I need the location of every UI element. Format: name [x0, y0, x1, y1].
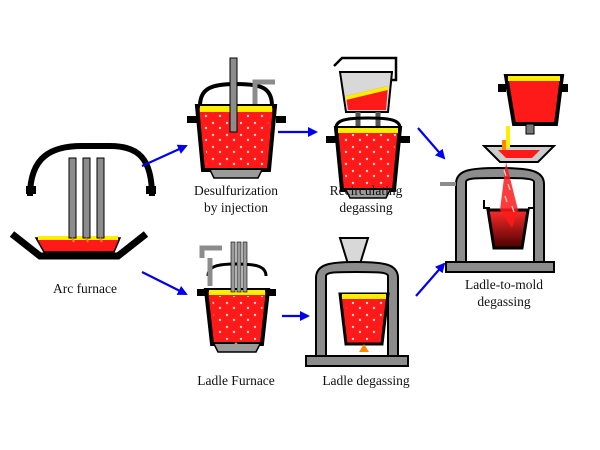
ladle-furnace	[197, 241, 276, 353]
label-recirculating-line2: degassing	[339, 200, 393, 215]
label-ladle-to-mold-line1: Ladle-to-mold	[465, 277, 543, 292]
arc-furnace	[9, 143, 156, 260]
arc-electrodes	[68, 157, 105, 243]
label-arc-furnace: Arc furnace	[52, 281, 118, 296]
label-recirculating-degassing: Recirculating degassing	[306, 182, 426, 216]
arrow-arc-to-desulfurization	[141, 144, 188, 168]
label-ladle-furnace: Ladle Furnace	[197, 373, 275, 388]
label-recirculating-line1: Recirculating	[329, 183, 403, 198]
recirculating-degassing	[326, 56, 410, 199]
label-desulfurization: Desulfurization by injection	[176, 182, 296, 216]
ladle-to-mold-degassing	[440, 74, 568, 273]
label-ladle-degassing: Ladle degassing	[322, 373, 410, 388]
label-ladle-to-mold-line2: degassing	[477, 294, 531, 309]
desulfurization-ladle	[187, 57, 286, 179]
label-ladle-to-mold-degassing: Ladle-to-mold degassing	[444, 276, 564, 310]
ladle-degassing	[305, 237, 409, 367]
ladle-furnace-electrodes	[230, 241, 248, 293]
arrow-recirculating-to-ladle-to-mold	[417, 127, 446, 160]
arrow-ladle-degassing-to-ladle-to-mold	[415, 262, 446, 297]
label-desulfurization-line2: by injection	[203, 200, 269, 215]
flow-arrows	[141, 127, 446, 321]
label-desulfurization-line1: Desulfurization	[194, 183, 278, 198]
arrow-arc-to-ladle-furnace	[141, 271, 188, 295]
